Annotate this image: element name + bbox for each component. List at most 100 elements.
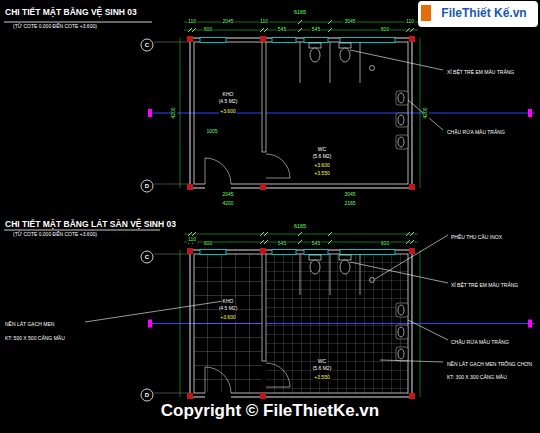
plan-line bbox=[406, 240, 410, 244]
plan-rect bbox=[339, 43, 351, 48]
plan-rect bbox=[205, 183, 231, 189]
annotation-text: XÍ BỆT TRẺ EM MÀU TRẮNG bbox=[450, 283, 519, 289]
plan-path bbox=[266, 363, 290, 387]
plan-rect bbox=[418, 1, 538, 27]
dimension-text: 110 bbox=[259, 19, 269, 25]
annotation-text: +3.550 bbox=[313, 375, 330, 381]
grid-bubble-label: D bbox=[144, 183, 150, 190]
annotation-text: +3.600 bbox=[219, 109, 236, 115]
plan-rect bbox=[272, 38, 296, 43]
plan-rect bbox=[396, 325, 408, 339]
annotation-text: (TỪ COTE 0.000 ĐẾN COTE +3.600) bbox=[12, 24, 98, 30]
plan-rect bbox=[409, 184, 415, 190]
annotation-text: (4.5 M2) bbox=[218, 306, 239, 312]
plan-ellipse bbox=[398, 137, 404, 147]
plan-rect bbox=[187, 248, 193, 254]
plan-rect bbox=[421, 5, 431, 21]
plan-line bbox=[328, 20, 332, 24]
plan-line bbox=[410, 28, 414, 32]
annotation-text: NỀN LÁT GẠCH MEN bbox=[4, 322, 55, 328]
annotation-text: (5.6 M2) bbox=[312, 154, 333, 160]
dimension-text: 3045 bbox=[343, 19, 356, 25]
plan-ellipse bbox=[310, 260, 320, 274]
plan-rect bbox=[409, 36, 415, 42]
dimension-text: 600 bbox=[203, 27, 213, 33]
dimension-text: 2165 bbox=[343, 201, 356, 207]
plan-line bbox=[180, 38, 181, 188]
plan-line bbox=[260, 232, 264, 236]
plan-rect bbox=[194, 42, 408, 184]
grid-bubble-label: C bbox=[144, 254, 150, 261]
plan-line bbox=[298, 20, 302, 24]
plan-rect bbox=[200, 38, 226, 43]
plan-line bbox=[360, 254, 361, 295]
plan-line bbox=[420, 38, 421, 188]
plan-rect bbox=[304, 38, 328, 43]
leader-line bbox=[380, 360, 443, 362]
plan-rect bbox=[205, 392, 231, 398]
plan-ellipse bbox=[340, 48, 350, 62]
plan-rect bbox=[272, 250, 296, 255]
annotation-text: (4.5 M2) bbox=[218, 99, 239, 105]
dimension-text: 4200 bbox=[171, 106, 177, 119]
plan-line bbox=[264, 28, 268, 32]
plan-rect bbox=[194, 254, 408, 393]
annotation-text: CHẬU RỬA MÀU TRẮNG bbox=[446, 130, 506, 136]
plan-line bbox=[192, 232, 196, 236]
plan-circle bbox=[141, 180, 153, 192]
plan-g bbox=[141, 20, 535, 192]
plan-circle bbox=[370, 278, 375, 283]
plan-ellipse bbox=[398, 349, 404, 359]
plan-circle bbox=[141, 39, 153, 51]
dimension-text: 4200 bbox=[423, 106, 429, 119]
watermark: FileThiết Kế.vn bbox=[440, 7, 527, 20]
dimension-text: 2045 bbox=[221, 19, 234, 25]
leader-line bbox=[350, 262, 448, 283]
plan-line bbox=[360, 42, 361, 83]
dimension-text: 6165 bbox=[293, 9, 307, 15]
plan-rect bbox=[148, 320, 152, 328]
plan-line bbox=[298, 28, 302, 32]
annotation-text: NỀN LÁT GẠCH MEN TRỐNG CHƠN bbox=[446, 362, 533, 368]
plan-ellipse bbox=[398, 115, 404, 125]
plan-circle bbox=[370, 66, 375, 71]
dimension-text: 545 bbox=[311, 241, 321, 247]
plan-circle bbox=[141, 389, 153, 401]
plan-rect bbox=[260, 184, 266, 190]
plan-rect bbox=[528, 320, 532, 328]
plan-line bbox=[180, 250, 181, 397]
plan-path bbox=[205, 367, 231, 393]
plan-circle bbox=[141, 251, 153, 263]
dimension-text: 2045 bbox=[221, 192, 234, 198]
plan-rect bbox=[260, 36, 266, 42]
annotation-text: WC bbox=[317, 147, 327, 153]
dimension-text: 600 bbox=[380, 27, 390, 33]
plan-line bbox=[264, 232, 268, 236]
annotation-text: (5.6 M2) bbox=[312, 366, 333, 372]
plan-ellipse bbox=[398, 305, 404, 315]
annotation-text: WC bbox=[317, 359, 327, 365]
annotation-text: +3.600 bbox=[313, 163, 330, 169]
grid-bubble-label: C bbox=[144, 42, 150, 49]
plan-line bbox=[420, 250, 421, 397]
plan-ellipse bbox=[398, 327, 404, 337]
plan-rect bbox=[266, 254, 408, 393]
plan-line bbox=[406, 28, 410, 32]
annotation-text: (TỪ COTE 0.000 ĐẾN COTE +3.600) bbox=[12, 232, 98, 238]
plan-line bbox=[260, 28, 264, 32]
leader-line bbox=[375, 235, 448, 279]
plan-rect bbox=[304, 250, 328, 255]
plan-rect bbox=[528, 109, 532, 117]
leader-line bbox=[85, 300, 230, 322]
leader-line bbox=[350, 50, 443, 70]
grid-bubble-label: D bbox=[144, 392, 150, 399]
leader-line bbox=[408, 320, 448, 340]
plan-line bbox=[4, 22, 152, 23]
annotation-text: KT: 500 X 500 CÁNG MẦU bbox=[4, 336, 66, 342]
plan-rect bbox=[190, 250, 412, 397]
plan-line bbox=[192, 28, 196, 32]
plan-line bbox=[260, 240, 264, 244]
dimension-text: 600 bbox=[380, 241, 390, 247]
plan-rect bbox=[339, 255, 351, 260]
